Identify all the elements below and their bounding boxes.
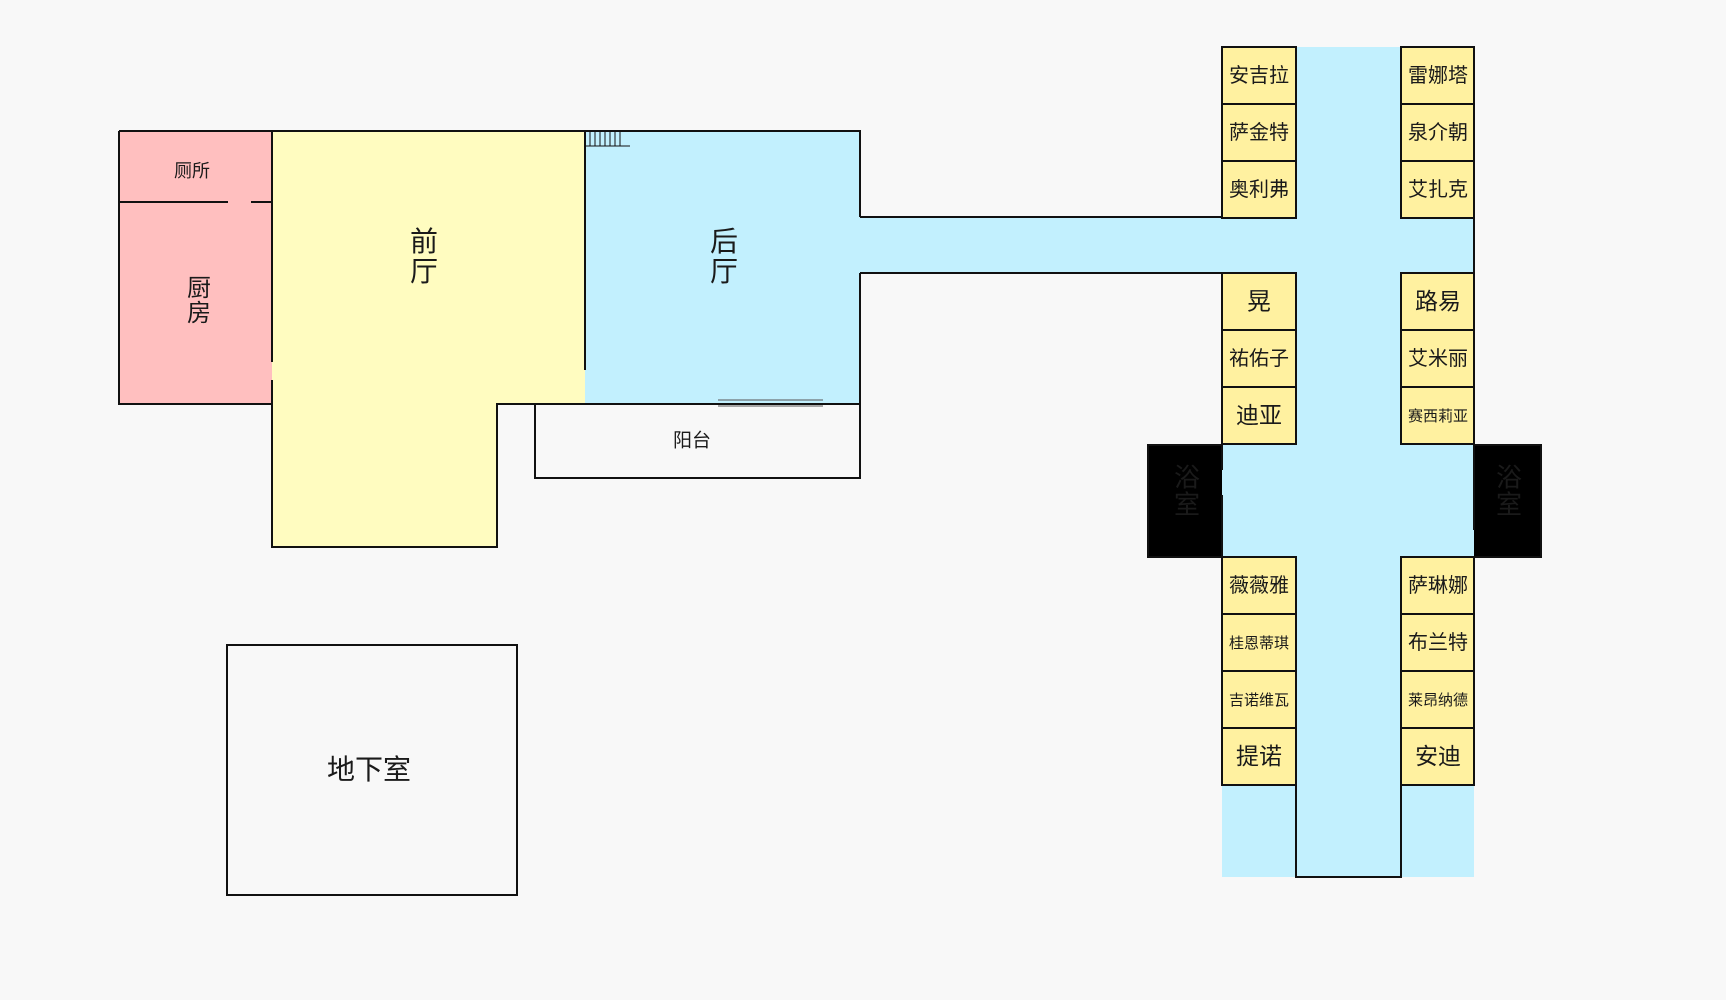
sliding-door-icon bbox=[718, 399, 823, 407]
bedroom-left-8-label: 吉诺维瓦 bbox=[1229, 691, 1289, 709]
bath-right-label-line2: 室 bbox=[1496, 491, 1522, 521]
bedroom-right-8-label: 莱昂纳德 bbox=[1408, 691, 1468, 709]
back-hall-label-line2: 厅 bbox=[710, 255, 738, 288]
bedroom-left-6-label: 薇薇雅 bbox=[1229, 573, 1289, 597]
bedroom-left-8 bbox=[1221, 670, 1297, 729]
front-hall-label-line2: 厅 bbox=[410, 255, 438, 288]
bedroom-left-6 bbox=[1221, 556, 1297, 615]
basement-label: 地下室 bbox=[327, 753, 411, 786]
bedroom-right-5 bbox=[1400, 386, 1475, 445]
kitchen-label-line1: 厨 bbox=[187, 274, 211, 302]
bedroom-left-0 bbox=[1221, 46, 1297, 105]
kitchen-label-line2: 房 bbox=[187, 299, 211, 327]
bath-right-label-line1: 浴 bbox=[1496, 464, 1522, 494]
bedroom-right-4 bbox=[1400, 329, 1475, 388]
back-hall-label-line1: 后 bbox=[710, 225, 738, 258]
connecting-hallway bbox=[859, 217, 1222, 273]
bedroom-right-8 bbox=[1400, 670, 1475, 729]
bedroom-left-5 bbox=[1221, 386, 1297, 445]
bedroom-right-7 bbox=[1400, 613, 1475, 672]
bedroom-left-5-label: 迪亚 bbox=[1236, 403, 1282, 429]
stairs-icon bbox=[585, 132, 630, 147]
bedroom-right-2-label: 艾扎克 bbox=[1408, 177, 1468, 201]
bedroom-left-1-label: 萨金特 bbox=[1229, 120, 1289, 144]
balcony-room bbox=[534, 403, 861, 479]
bedroom-right-9-label: 安迪 bbox=[1415, 744, 1461, 770]
bedroom-left-0-label: 安吉拉 bbox=[1229, 63, 1289, 87]
bedroom-left-3-label: 晃 bbox=[1247, 288, 1271, 316]
bedroom-left-7-label: 桂恩蒂琪 bbox=[1229, 634, 1289, 652]
bath-left-label-line2: 室 bbox=[1174, 491, 1200, 521]
bedroom-left-7 bbox=[1221, 613, 1297, 672]
balcony-label: 阳台 bbox=[673, 430, 711, 452]
bedroom-right-3-label: 路易 bbox=[1415, 289, 1461, 315]
bedroom-right-6 bbox=[1400, 556, 1475, 615]
bedroom-left-1 bbox=[1221, 103, 1297, 162]
bedroom-right-1-label: 泉介朝 bbox=[1408, 120, 1468, 144]
bedroom-left-4-label: 祐佑子 bbox=[1229, 346, 1289, 370]
front-hall-room bbox=[272, 131, 585, 547]
bedroom-right-1 bbox=[1400, 103, 1475, 162]
bathroom-right bbox=[1474, 445, 1541, 557]
basement-room bbox=[226, 644, 518, 896]
bedroom-right-4-label: 艾米丽 bbox=[1408, 346, 1468, 370]
bath-left-label-line1: 浴 bbox=[1174, 464, 1200, 494]
bedroom-right-5-label: 赛西莉亚 bbox=[1408, 407, 1468, 425]
bedroom-left-2-label: 奥利弗 bbox=[1229, 177, 1289, 201]
bedroom-right-7-label: 布兰特 bbox=[1408, 630, 1468, 654]
bedroom-right-2 bbox=[1400, 160, 1475, 219]
bedroom-left-2 bbox=[1221, 160, 1297, 219]
bathroom-left bbox=[1148, 445, 1222, 557]
bedroom-right-0-label: 雷娜塔 bbox=[1408, 63, 1468, 87]
bedroom-right-9 bbox=[1400, 727, 1475, 786]
toilet-label: 厕所 bbox=[174, 161, 210, 182]
bedroom-right-6-label: 萨琳娜 bbox=[1408, 573, 1468, 597]
bedroom-left-9-label: 提诺 bbox=[1236, 744, 1282, 770]
front-hall-label-line1: 前 bbox=[410, 225, 438, 258]
back-hall-room bbox=[585, 131, 860, 404]
bedroom-left-9 bbox=[1221, 727, 1297, 786]
kitchen-room bbox=[119, 131, 272, 404]
